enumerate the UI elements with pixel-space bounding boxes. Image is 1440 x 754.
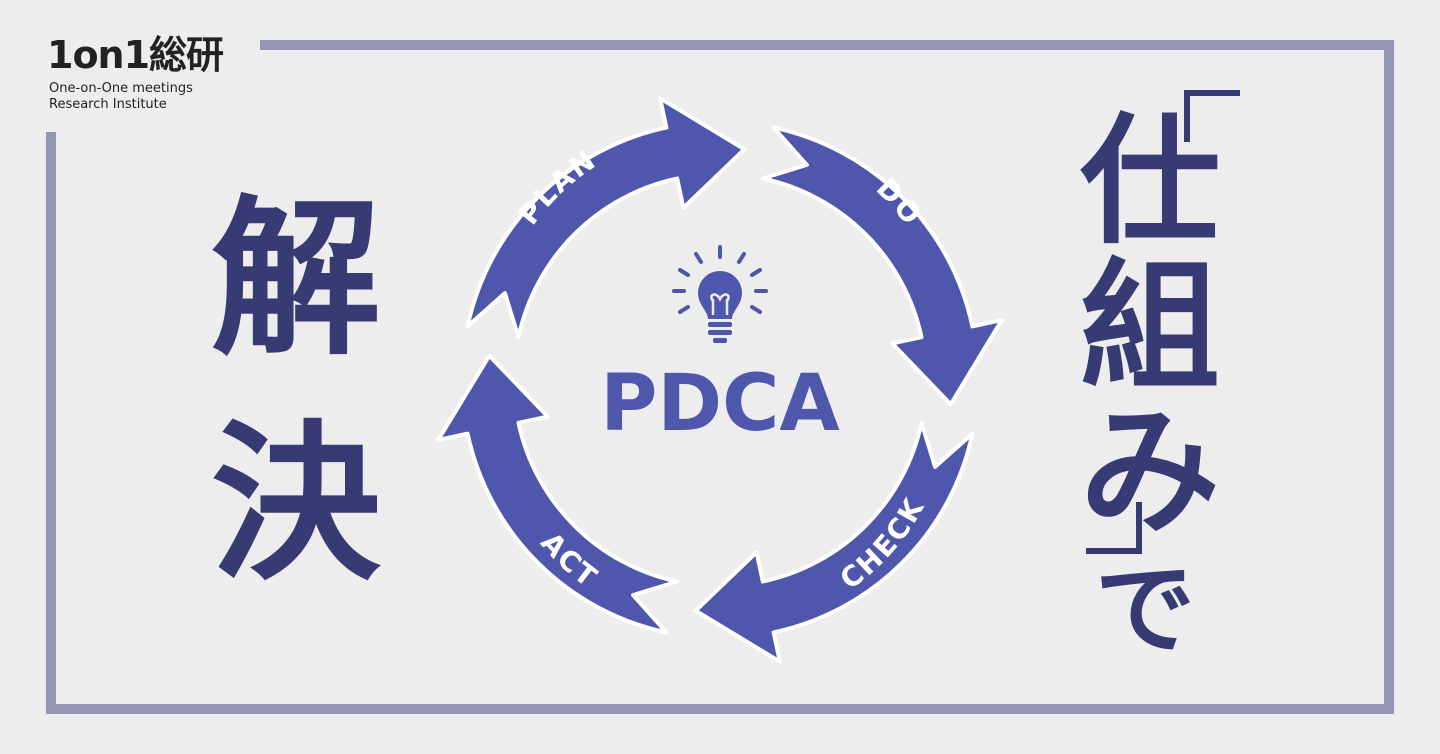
left-heading-char-2: 決 (210, 406, 381, 604)
content-frame (46, 40, 1394, 714)
pdca-cycle-diagram: PDCA PLAN DO CHECK ACT (436, 96, 1004, 664)
left-heading: 解 決 (196, 168, 396, 618)
right-heading-char-2: 組 (1079, 246, 1220, 409)
close-bracket (1086, 502, 1142, 554)
right-heading-char-3: み (1079, 391, 1220, 554)
cycle-ring (436, 96, 1004, 664)
brand-subtitle-line2: Research Institute (49, 97, 167, 112)
logo-background (32, 28, 260, 132)
arrow-check (693, 420, 975, 664)
pdca-center-label: PDCA (600, 359, 840, 449)
open-bracket (1184, 90, 1240, 142)
right-heading-char-1: 仕 (1079, 101, 1220, 264)
arrow-do (760, 125, 1004, 407)
right-heading-suffix: で (1095, 551, 1195, 668)
brand-logo: 1on1総研 (47, 33, 224, 77)
arrow-plan (465, 96, 747, 340)
arrow-act (436, 353, 680, 635)
lightbulb-icon (672, 245, 768, 343)
brand-subtitle-line1: One-on-One meetings (49, 81, 193, 96)
right-heading: 仕 組 み (1060, 110, 1240, 545)
left-heading-char-1: 解 (210, 181, 381, 379)
